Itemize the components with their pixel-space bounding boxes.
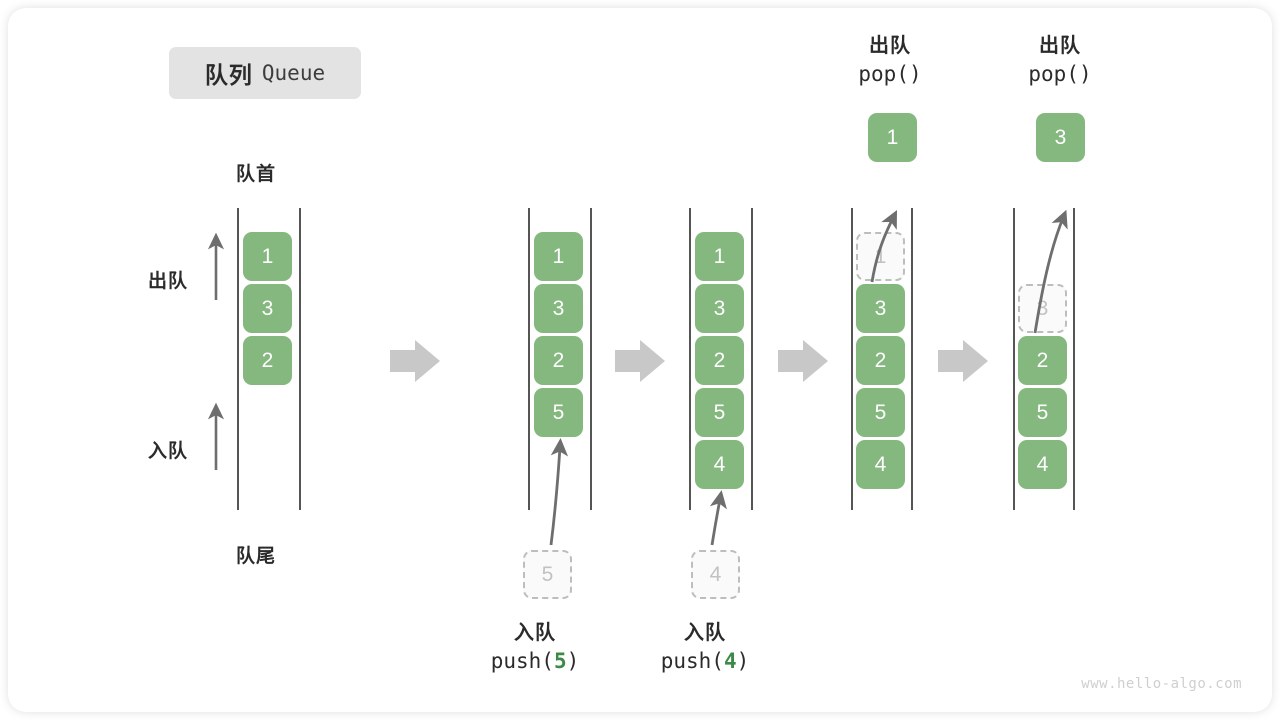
- queue-after-push-5-element-2: 2: [534, 336, 583, 385]
- queue-after-push-4-element-2: 2: [695, 336, 744, 385]
- queue-after-push-5-rail-right: [590, 208, 592, 510]
- op-label-pop-1: 出队 pop(): [805, 33, 975, 89]
- enqueue-direction-label: 入队: [148, 441, 189, 462]
- title-chinese: 队列: [204, 62, 253, 88]
- queue-after-push-4-element-1: 3: [695, 284, 744, 333]
- push-4-arrow: [709, 490, 727, 546]
- queue-initial-element-2: 2: [243, 336, 292, 385]
- queue-after-pop-1-element-1: 3: [856, 284, 905, 333]
- pop-3-arrow: [1033, 209, 1068, 334]
- incoming-element-5: 5: [523, 550, 572, 599]
- step-arrow-1: [390, 340, 440, 382]
- step-arrow-4: [938, 340, 988, 382]
- queue-after-pop-1-element-2: 2: [856, 336, 905, 385]
- queue-after-pop-1-element-0-ghost: 1: [856, 232, 905, 281]
- op-label-pop-3-line1: 出队: [1039, 35, 1081, 57]
- queue-initial-element-1: 3: [243, 284, 292, 333]
- queue-after-push-4-rail-right: [751, 208, 753, 510]
- queue-after-pop-1-element-3: 5: [856, 388, 905, 437]
- op-label-push-5: 入队 push(5): [450, 620, 620, 676]
- queue-head-label: 队首: [236, 164, 277, 185]
- watermark: www.hello-algo.com: [1081, 676, 1242, 692]
- queue-after-pop-1-rail-right: [911, 208, 913, 510]
- queue-initial-rail-left: [237, 208, 239, 510]
- queue-after-push-5-element-3: 5: [534, 388, 583, 437]
- queue-after-push-5-element-1: 3: [534, 284, 583, 333]
- queue-after-push-4-element-0: 1: [695, 232, 744, 281]
- queue-after-push-5-rail-left: [528, 208, 530, 510]
- op-label-push-5-line1: 入队: [514, 622, 556, 644]
- op-label-push-4-line2: push(4): [660, 649, 750, 674]
- popped-element-1: 1: [868, 113, 917, 162]
- queue-after-push-4-element-3: 5: [695, 388, 744, 437]
- queue-after-pop-3-rail-left: [1013, 208, 1015, 510]
- op-label-pop-3: 出队 pop(): [975, 33, 1145, 89]
- step-arrow-2: [615, 340, 665, 382]
- queue-tail-label: 队尾: [236, 546, 277, 567]
- queue-after-pop-3-rail-right: [1073, 208, 1075, 510]
- queue-after-pop-3-element-2: 5: [1018, 388, 1067, 437]
- queue-initial-element-0: 1: [243, 232, 292, 281]
- title-badge: 队列 Queue: [169, 47, 361, 99]
- step-arrow-3: [778, 340, 828, 382]
- queue-after-pop-3-element-3: 4: [1018, 440, 1067, 489]
- op-label-push-4: 入队 push(4): [620, 620, 790, 676]
- pop-1-arrow: [870, 209, 898, 283]
- queue-after-pop-1-element-4: 4: [856, 440, 905, 489]
- op-label-pop-3-line2: pop(): [1028, 62, 1092, 87]
- popped-element-3: 3: [1036, 113, 1085, 162]
- queue-after-push-4-element-4: 4: [695, 440, 744, 489]
- op-label-push-4-line1: 入队: [684, 622, 726, 644]
- title-english: Queue: [261, 61, 326, 85]
- incoming-element-4: 4: [691, 550, 740, 599]
- dequeue-direction-label: 出队: [148, 271, 189, 292]
- op-label-push-5-line2: push(5): [490, 649, 580, 674]
- queue-after-push-5-element-0: 1: [534, 232, 583, 281]
- op-label-pop-1-line1: 出队: [869, 35, 911, 57]
- queue-initial-rail-right: [299, 208, 301, 510]
- push-5-arrow: [549, 438, 569, 546]
- op-label-pop-1-line2: pop(): [858, 62, 922, 87]
- queue-after-push-4-rail-left: [689, 208, 691, 510]
- queue-after-pop-3-element-1: 2: [1018, 336, 1067, 385]
- queue-after-pop-1-rail-left: [851, 208, 853, 510]
